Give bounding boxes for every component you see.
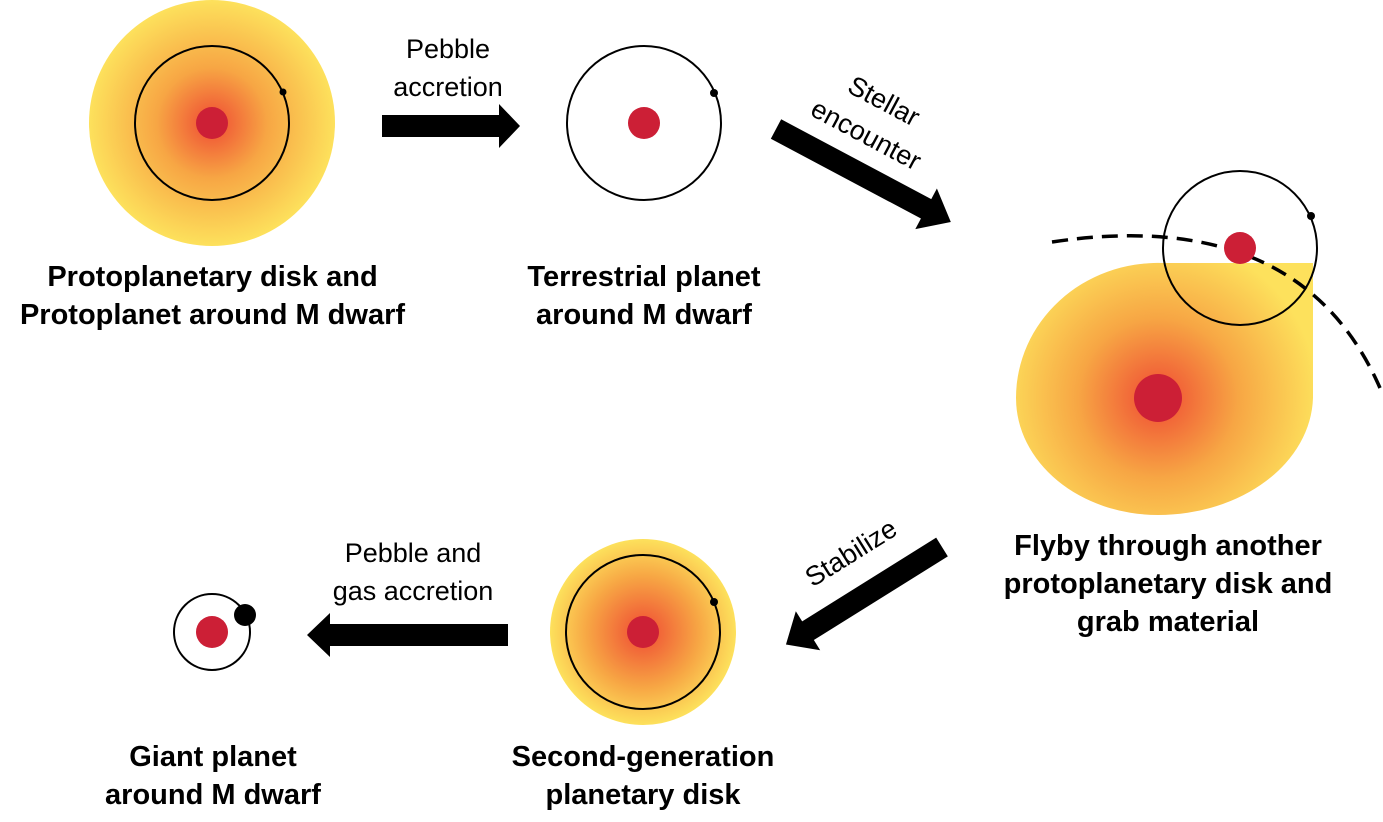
protoplanetary-disk-group (89, 0, 335, 246)
label-line: Pebble and (344, 538, 482, 568)
label-line: accretion (393, 72, 503, 102)
m-dwarf-star (1224, 232, 1256, 264)
label-line: Pebble (405, 34, 491, 64)
caption-flyby: Flyby through another protoplanetary dis… (980, 527, 1356, 641)
planet-orbit (1162, 170, 1318, 326)
arrow-right-icon (382, 104, 520, 148)
caption-second-generation-disk: Second-generation planetary disk (490, 738, 796, 814)
giant-planet (234, 604, 256, 626)
caption-line: Protoplanet around M dwarf (19, 299, 406, 331)
caption-line: Protoplanetary disk and (47, 261, 378, 293)
label-pebble-gas-accretion: Pebble and gas accretion (318, 534, 508, 610)
caption-line: Giant planet (129, 741, 297, 773)
label-line: gas accretion (332, 576, 494, 606)
m-dwarf-star (196, 616, 228, 648)
planet (710, 598, 718, 606)
arrow-down-left-icon (785, 537, 948, 651)
caption-line: around M dwarf (105, 779, 321, 811)
caption-line: Flyby through another (1014, 530, 1322, 562)
flyby-trajectory (1051, 234, 1382, 389)
caption-line: Terrestrial planet (527, 261, 761, 293)
caption-line: planetary disk (545, 779, 741, 811)
caption-line: Second-generation (511, 741, 775, 773)
caption-line: around M dwarf (536, 299, 752, 331)
caption-terrestrial-planet: Terrestrial planet around M dwarf (494, 258, 794, 334)
planet-orbit (565, 554, 721, 710)
protoplanet (279, 88, 287, 96)
caption-protoplanetary-disk: Protoplanetary disk and Protoplanet arou… (0, 258, 425, 334)
terrestrial-planet-group (566, 45, 722, 201)
terrestrial-planet (710, 89, 718, 97)
label-pebble-accretion: Pebble accretion (366, 30, 530, 106)
planet-orbit (134, 45, 290, 201)
caption-giant-planet: Giant planet around M dwarf (80, 738, 346, 814)
flyby-group (1015, 170, 1382, 515)
terrestrial-planet (1307, 212, 1315, 220)
caption-line: grab material (1076, 606, 1260, 638)
m-dwarf-star (628, 107, 660, 139)
giant-planet-group (173, 593, 256, 671)
m-dwarf-star (196, 107, 228, 139)
caption-line: protoplanetary disk and (1003, 568, 1333, 600)
arrow-left-icon (307, 613, 508, 657)
foreign-star (1134, 374, 1182, 422)
second-generation-disk-group (550, 539, 736, 725)
m-dwarf-star (627, 616, 659, 648)
arrow-down-right-icon (770, 119, 951, 230)
